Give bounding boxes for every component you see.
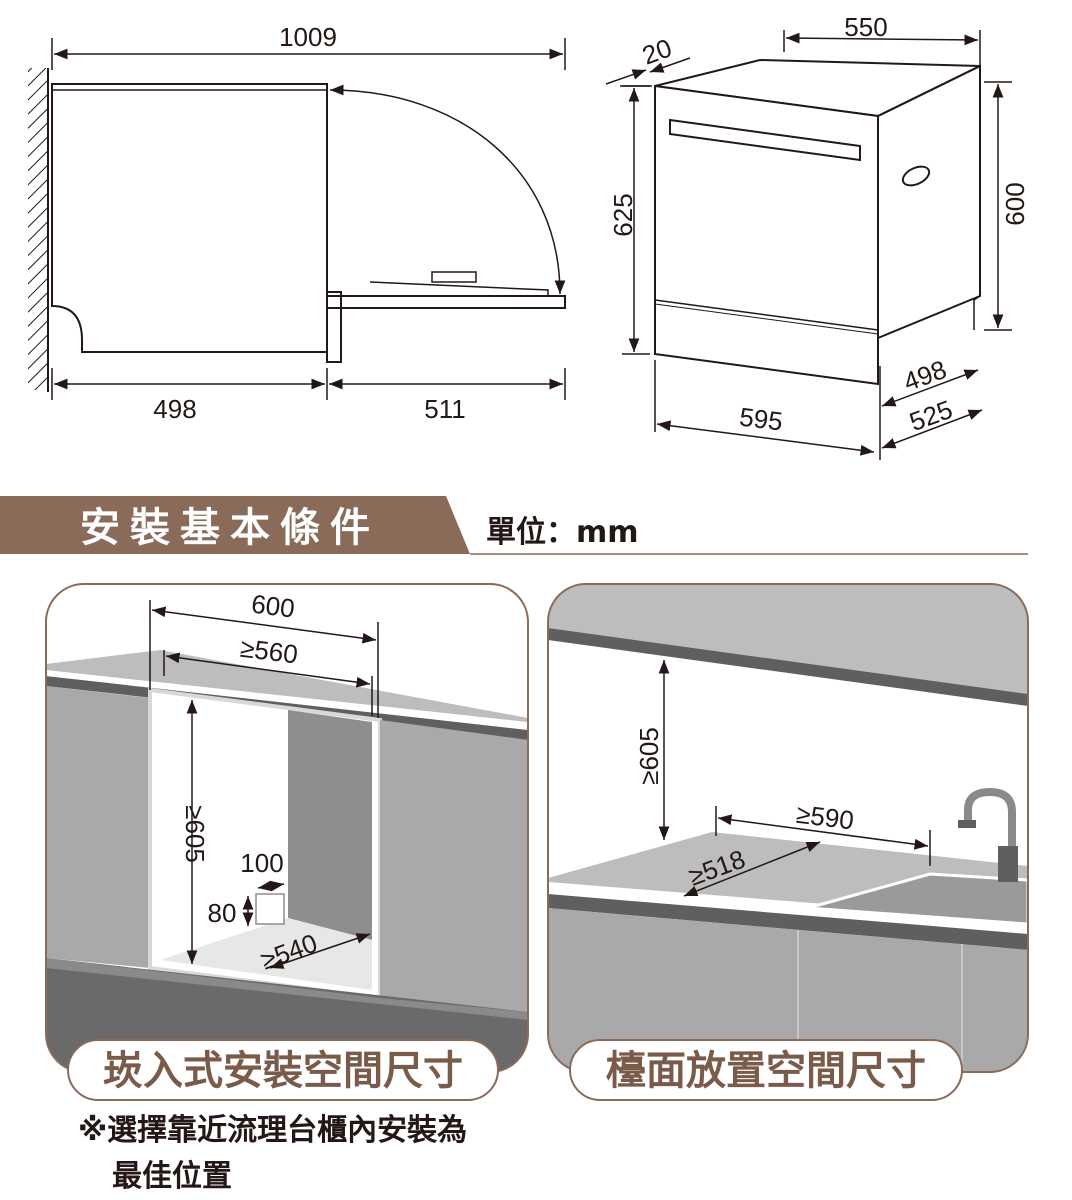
side-grip (901, 165, 931, 187)
builtin-width-inner-label: ≥560 (239, 633, 300, 670)
width-dimension (656, 420, 875, 456)
door-open-label: 511 (424, 394, 465, 424)
section-banner-bg (0, 496, 470, 554)
installation-note: ※選擇靠近流理台櫃內安裝為 最佳位置 (78, 1108, 548, 1200)
total-depth-label: 1009 (279, 22, 337, 52)
counter-width-label: ≥590 (795, 799, 856, 836)
cabinet-outline (51, 83, 328, 353)
builtin-width-outer-dimension (151, 606, 377, 644)
door-bottom-line (654, 299, 879, 331)
lower-cabinets (548, 908, 1028, 1072)
notch-width-dimension (257, 880, 285, 892)
top-depth-label: 550 (844, 12, 887, 42)
door-handle (431, 271, 477, 283)
faucet (964, 787, 1016, 880)
door-swing-arc (329, 84, 566, 295)
unit-front (654, 84, 879, 386)
cabinet-depth-label: 498 (153, 394, 196, 424)
right-cabinet (380, 720, 528, 1012)
isometric-drawing: 20 550 625 600 498 525 595 (605, 12, 1030, 460)
note-line-1: ※選擇靠近流理台櫃內安裝為 (78, 1113, 468, 1148)
door-panel (355, 281, 549, 297)
counter-width-dimension (717, 814, 929, 850)
notch-width-label: 100 (240, 848, 283, 878)
outer-depth-dimension (881, 409, 983, 449)
notch-height-label: 80 (208, 898, 237, 928)
unit-side (877, 64, 981, 339)
builtin-width-inner-dimension (165, 652, 371, 688)
builtin-height-label: ≥605 (180, 805, 210, 863)
inner-depth-dimension (881, 369, 979, 407)
countertop-panel: ≥605 ≥590 ≥518 檯面放置空間尺寸 (547, 583, 1029, 1101)
side-view-drawing: 1009 498 511 (28, 22, 566, 424)
clearance-height-label: ≥605 (634, 727, 664, 785)
note-line-2: 最佳位置 (112, 1159, 232, 1194)
countertop-caption: 檯面放置空間尺寸 (606, 1048, 926, 1094)
section-title: 安裝基本條件 (80, 505, 380, 551)
door-hinge (326, 291, 342, 363)
left-cabinet (46, 686, 150, 968)
unit-label: 單位：mm (486, 515, 639, 550)
builtin-caption-pill (67, 1039, 499, 1101)
sink (807, 872, 1028, 926)
opening-notch (255, 893, 285, 925)
builtin-caption: 崁入式安裝空間尺寸 (103, 1048, 463, 1094)
open-door (327, 295, 566, 309)
inner-depth-label: 498 (899, 354, 950, 397)
body-height-label: 600 (1000, 182, 1030, 225)
top-depth-dimension (785, 32, 979, 46)
upper-cabinet (548, 584, 1028, 694)
builtin-depth-dimension (269, 933, 371, 969)
counter-depth-dimension (683, 841, 821, 897)
section-banner: 安裝基本條件 單位：mm (0, 496, 1028, 555)
builtin-width-outer-label: 600 (250, 589, 297, 624)
wall-hatch (28, 68, 48, 390)
total-height-label: 625 (608, 193, 638, 236)
door-handle-bar (669, 118, 861, 162)
width-label: 595 (738, 402, 785, 437)
opening-back-wall (288, 710, 372, 940)
countertop-caption-pill (569, 1039, 963, 1101)
builtin-panel: 600 ≥560 ≥605 100 80 ≥540 崁入式安裝空間尺寸 (45, 583, 529, 1101)
outer-depth-label: 525 (905, 394, 956, 437)
